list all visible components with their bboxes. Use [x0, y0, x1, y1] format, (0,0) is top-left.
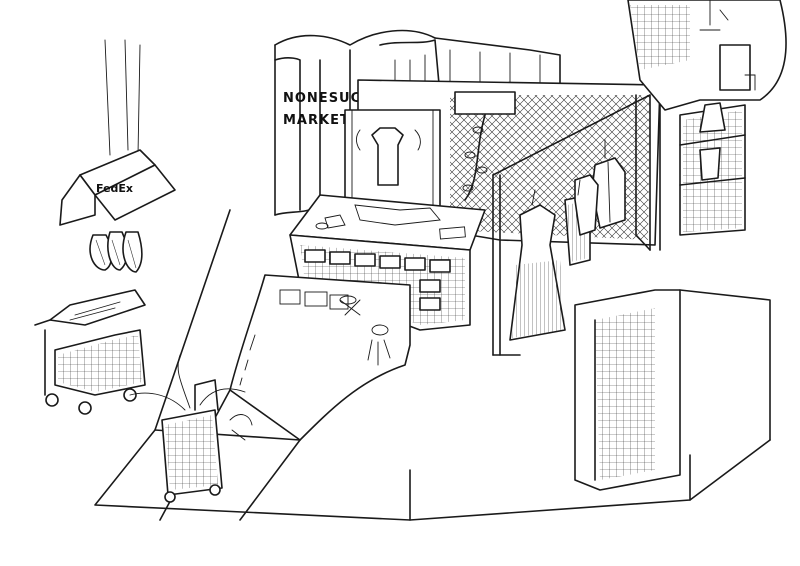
table-drawers	[304, 249, 451, 311]
hanging-box: FedEx	[59, 39, 176, 273]
upper-right-structure	[627, 0, 787, 111]
shopping-cart	[34, 289, 146, 415]
clothing-rack	[492, 94, 651, 356]
garment-frame	[344, 109, 441, 216]
sign-line-1: NONESUCH	[283, 91, 373, 106]
sign-line-2: MARKET	[283, 113, 350, 128]
shelving-unit	[679, 102, 746, 236]
front-grid-panel	[574, 289, 771, 491]
curtain-backdrop	[274, 29, 561, 216]
hanging-vine	[462, 114, 488, 201]
rolling-cart	[129, 354, 253, 503]
market-sign: NONESUCH MARKET	[283, 91, 373, 128]
box-logo: FedEx	[96, 182, 133, 195]
